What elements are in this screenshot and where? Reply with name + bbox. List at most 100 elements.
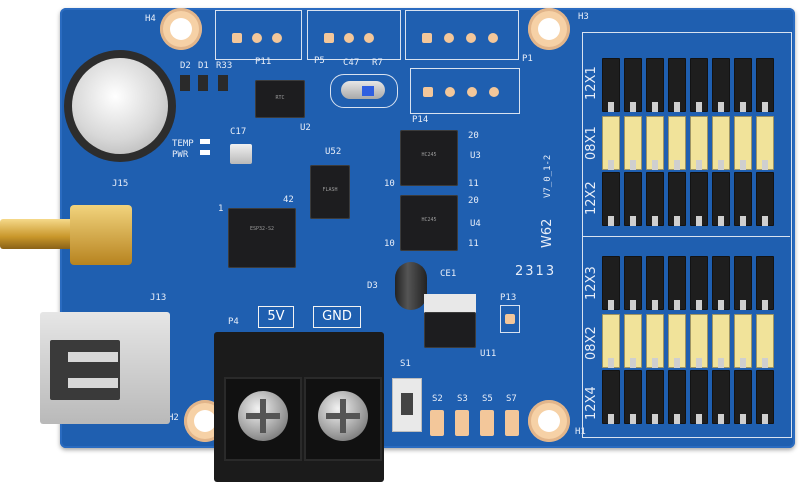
header-label-12x4: 12X4	[584, 386, 599, 420]
label-h2: H2	[168, 413, 179, 423]
header-pin	[668, 58, 686, 112]
mounting-hole-h1	[528, 400, 570, 442]
header-post	[718, 216, 724, 226]
header-pin	[756, 58, 774, 112]
board-batch: 2313	[515, 264, 557, 279]
header-row	[602, 370, 784, 424]
header-pin	[602, 172, 620, 226]
header-pin	[646, 256, 664, 310]
header-post	[630, 216, 636, 226]
header-post	[674, 160, 680, 170]
pwr-led	[200, 139, 210, 144]
header-label-08x1: 08X1	[584, 126, 599, 160]
label-p4: P4	[228, 317, 239, 327]
label-run: PWR	[172, 150, 189, 160]
terminal-screw-gnd	[304, 377, 382, 461]
header-pin	[734, 116, 752, 170]
header-post	[696, 160, 702, 170]
header-pin	[690, 116, 708, 170]
header-post	[762, 300, 768, 310]
header-pin	[712, 314, 730, 368]
terminal-label-5v: 5V	[258, 306, 294, 328]
label-s2: S2	[432, 394, 443, 404]
label-u3: U3	[470, 151, 481, 161]
header-pin	[734, 58, 752, 112]
usb-port	[40, 312, 170, 424]
header-pin	[646, 58, 664, 112]
header-pin	[602, 314, 620, 368]
header-post	[718, 358, 724, 368]
reset-button-s1[interactable]	[392, 378, 422, 432]
header-post	[608, 358, 614, 368]
test-pad-s2	[430, 410, 444, 436]
label-u2: U2	[300, 123, 311, 133]
header-pin	[602, 58, 620, 112]
header-pin	[602, 256, 620, 310]
pin20-a: 20	[468, 131, 479, 141]
terminal-screw-5v	[224, 377, 302, 461]
label-h4: H4	[145, 14, 156, 24]
header-pin	[756, 116, 774, 170]
header-post	[696, 414, 702, 424]
header-pin	[624, 256, 642, 310]
test-pad-s7	[505, 410, 519, 436]
header-post	[718, 160, 724, 170]
header-label-12x2: 12X2	[584, 181, 599, 215]
header-pin	[624, 314, 642, 368]
header-post	[696, 216, 702, 226]
header-post	[740, 300, 746, 310]
header-row	[602, 314, 784, 368]
header-post	[740, 358, 746, 368]
header-pin	[624, 172, 642, 226]
header-post	[674, 414, 680, 424]
header-label-12x3: 12X3	[584, 266, 599, 300]
label-ce1: CE1	[440, 269, 457, 279]
header-label-12x1: 12X1	[584, 66, 599, 100]
header-pin	[734, 314, 752, 368]
header-row	[602, 58, 784, 112]
header-post	[762, 102, 768, 112]
header-post	[608, 414, 614, 424]
header-pin	[602, 370, 620, 424]
header-pin	[690, 58, 708, 112]
pin11-a: 11	[468, 179, 479, 189]
header-post	[762, 216, 768, 226]
header-pin	[756, 370, 774, 424]
header-pin	[756, 314, 774, 368]
electrolytic-capacitor	[395, 262, 427, 310]
header-pin	[712, 370, 730, 424]
header-row	[602, 172, 784, 226]
label-s7: S7	[506, 394, 517, 404]
connector-p11	[215, 10, 302, 60]
mounting-hole-h4	[160, 8, 202, 50]
header-post	[740, 160, 746, 170]
header-post	[740, 102, 746, 112]
header-post	[696, 358, 702, 368]
led-d2	[180, 75, 190, 91]
connector-p14	[410, 68, 520, 114]
header-pin	[690, 256, 708, 310]
header-post	[630, 414, 636, 424]
header-post	[762, 160, 768, 170]
header-section	[582, 32, 792, 438]
test-pad-s3	[455, 410, 469, 436]
header-pin	[668, 116, 686, 170]
header-pin	[602, 116, 620, 170]
header-post	[674, 216, 680, 226]
label-s5: S5	[482, 394, 493, 404]
header-post	[630, 358, 636, 368]
header-pin	[646, 116, 664, 170]
label-p14: P14	[412, 115, 429, 125]
header-pin	[668, 172, 686, 226]
label-j15: J15	[112, 179, 129, 189]
pin11-b: 11	[468, 239, 479, 249]
pin20-b: 20	[468, 196, 479, 206]
header-pin	[690, 370, 708, 424]
label-u4: U4	[470, 219, 481, 229]
pin10-b: 10	[384, 239, 395, 249]
label-h1: H1	[575, 427, 586, 437]
header-post	[718, 102, 724, 112]
power-terminal-block	[214, 332, 384, 482]
header-post	[652, 216, 658, 226]
header-divider	[582, 236, 790, 237]
